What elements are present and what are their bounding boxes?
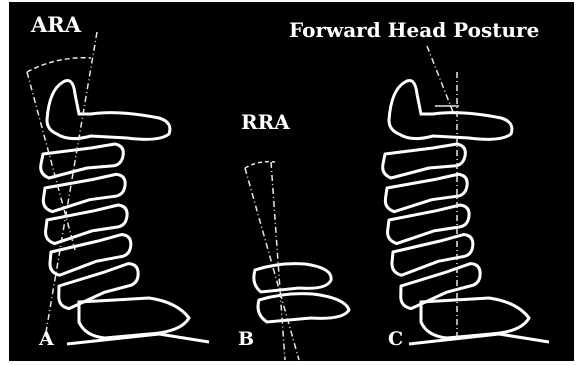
rra-label: RRA: [241, 112, 290, 132]
ara-label: ARA: [31, 14, 81, 35]
fhp-line: [427, 46, 453, 112]
atlas-axis-a: [47, 81, 170, 140]
atlas-axis-c: [389, 81, 512, 140]
rra-line-2: [271, 162, 285, 360]
ara-angle-arc: [27, 58, 91, 72]
panel-a-label: A: [39, 330, 54, 349]
panel-b-spine: [245, 162, 349, 360]
panel-b-label: B: [238, 330, 254, 349]
panel-c-spine: [383, 46, 549, 344]
panel-c-label: C: [388, 330, 403, 349]
ara-line-1: [45, 32, 97, 338]
radiograph-figure: ARA Forward Head Posture RRA A B C: [9, 2, 574, 361]
spine-drawing: [9, 2, 574, 361]
panel-a-spine: [27, 32, 209, 344]
forward-head-posture-label: Forward Head Posture: [289, 20, 539, 40]
